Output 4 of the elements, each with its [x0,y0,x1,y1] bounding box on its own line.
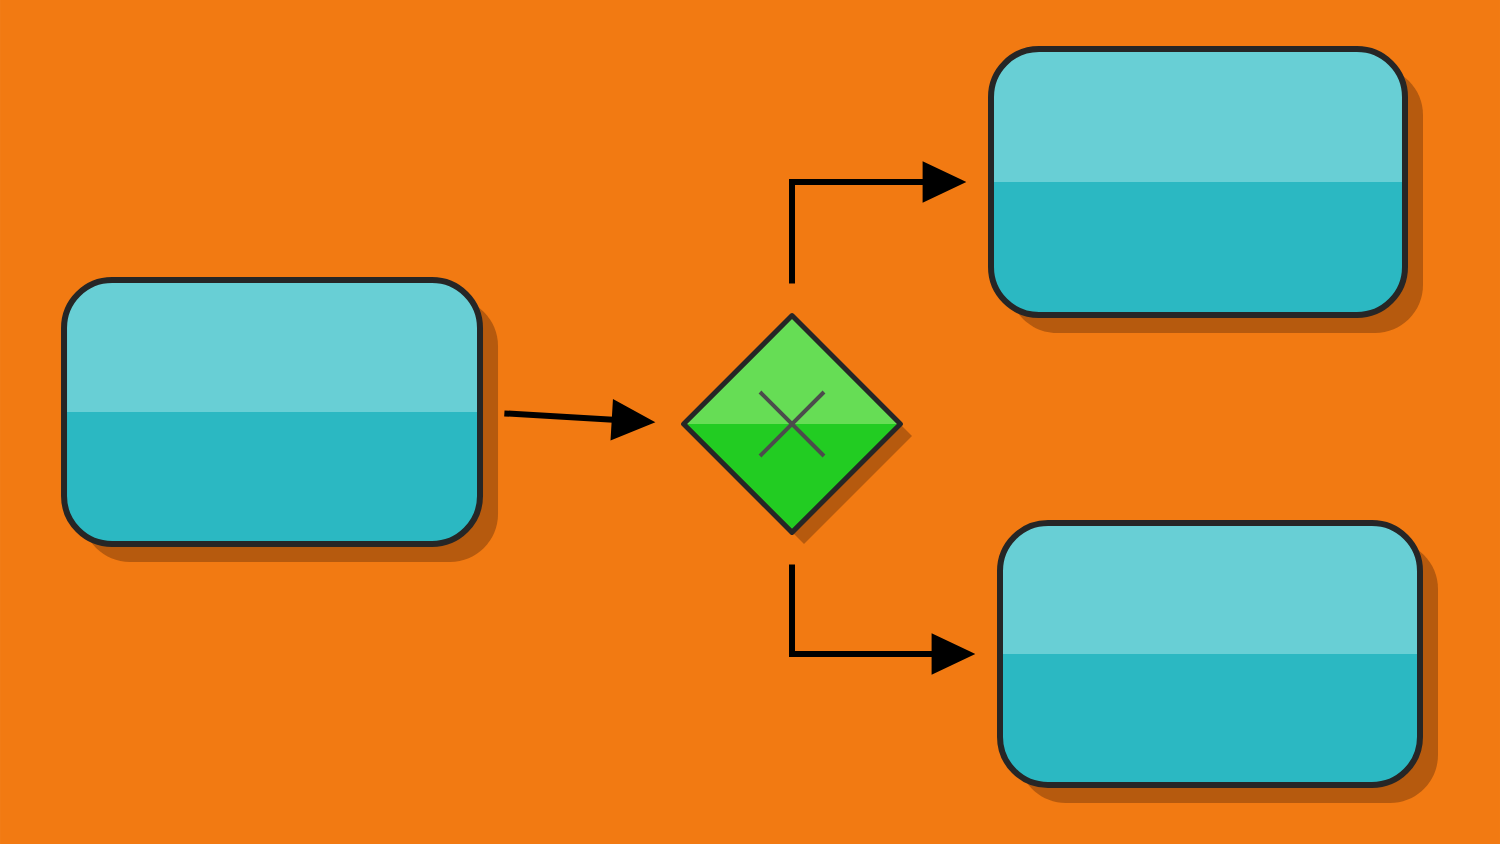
process-box [997,520,1438,803]
process-box [988,46,1423,333]
gateway-diamond [681,313,912,544]
process-box [61,277,498,562]
